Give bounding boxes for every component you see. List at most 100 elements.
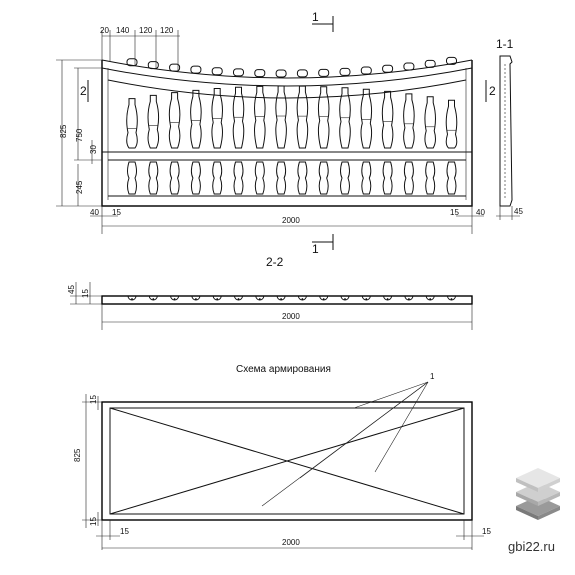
- left-edge-dim-40: 40: [90, 208, 99, 217]
- plan-hole-dot: [322, 298, 325, 300]
- plan-hole-dot: [408, 298, 410, 300]
- side-section-1-1: 1-1 45: [496, 37, 523, 220]
- plan-hole-dot: [173, 298, 176, 300]
- lower-baluster: [382, 161, 393, 195]
- plan-section-title: 2-2: [266, 255, 284, 269]
- top-finial: [339, 67, 351, 76]
- top-dim-140: 140: [116, 26, 130, 35]
- upper-baluster: [317, 86, 330, 149]
- plan-hole: [127, 295, 137, 301]
- plan-hole: [319, 295, 329, 301]
- top-finial: [424, 59, 436, 68]
- plan-hole-dot: [195, 298, 197, 300]
- right-edge-dim-40: 40: [476, 208, 485, 217]
- plan-hole: [191, 295, 201, 301]
- stacked-slabs-icon: [516, 468, 560, 520]
- reinforcement-scheme: Схема армирования 1 825 15 15 15 15 2000: [73, 364, 491, 550]
- top-dim-120a: 120: [139, 26, 153, 35]
- lower-baluster: [403, 161, 414, 195]
- plan-hole: [383, 295, 393, 301]
- reinforcement-right-edge-dim: 15: [482, 527, 491, 536]
- side-section-title: 1-1: [496, 37, 514, 51]
- reinforcement-width-dim: 2000: [282, 538, 300, 547]
- right-edge-dim-15: 15: [450, 208, 459, 217]
- lower-baluster: [297, 161, 308, 195]
- plan-section-holes: [127, 295, 456, 301]
- lower-baluster: [276, 161, 287, 195]
- upper-baluster: [254, 85, 266, 149]
- plan-hole: [276, 295, 286, 301]
- lower-baluster: [446, 161, 457, 195]
- top-finial: [126, 58, 138, 67]
- lower-baluster: [148, 161, 159, 195]
- plan-hole-dot: [344, 298, 346, 300]
- plan-hole: [148, 295, 158, 301]
- upper-baluster: [339, 87, 351, 149]
- top-finial: [318, 68, 330, 77]
- plan-hole: [297, 295, 307, 301]
- reinforcement-title: Схема армирования: [236, 364, 331, 375]
- top-finial: [147, 61, 159, 70]
- lower-baluster: [190, 161, 201, 195]
- plan-hole-dot: [429, 298, 432, 300]
- upper-baluster: [168, 92, 181, 149]
- upper-baluster: [190, 89, 202, 149]
- lower-baluster: [254, 161, 265, 195]
- reinforcement-left-edge-dim: 15: [120, 527, 129, 536]
- upper-balusters: [126, 85, 458, 149]
- top-finial: [446, 56, 457, 65]
- upper-baluster: [147, 94, 160, 149]
- elevation-dimensions: 20 140 120 120 825 750 245 30 2 2 1 40 1…: [56, 10, 496, 256]
- lower-baluster: [212, 161, 223, 195]
- left-edge-dim-15: 15: [112, 208, 121, 217]
- lower-baluster: [169, 161, 180, 195]
- plan-width-dim: 2000: [282, 312, 300, 321]
- height-dim-245: 245: [75, 180, 84, 194]
- lower-baluster: [127, 161, 137, 195]
- top-finial: [254, 69, 266, 78]
- upper-baluster: [360, 88, 373, 149]
- section-mark-1-top: 1: [312, 10, 319, 24]
- plan-hole: [361, 295, 371, 301]
- upper-baluster: [296, 85, 309, 149]
- upper-baluster: [275, 85, 287, 149]
- lower-baluster: [233, 161, 244, 195]
- section-mark-2-right: 2: [489, 84, 496, 98]
- side-thickness-dim: 45: [514, 207, 523, 216]
- lower-balusters: [127, 161, 457, 195]
- top-dim-120b: 120: [160, 26, 174, 35]
- plan-edge-dim: 15: [81, 289, 90, 298]
- lower-baluster: [425, 161, 436, 195]
- top-finial: [233, 68, 244, 77]
- upper-baluster: [232, 86, 245, 149]
- lower-baluster: [361, 161, 372, 195]
- plan-hole: [170, 295, 180, 301]
- plan-hole: [404, 295, 414, 301]
- section-mark-2-left: 2: [80, 84, 87, 98]
- section-mark-1-bottom: 1: [312, 242, 319, 256]
- top-dim-20: 20: [100, 26, 109, 35]
- plan-thickness-dim: 45: [67, 285, 76, 294]
- fence-elevation: [101, 56, 473, 207]
- width-dim-2000: 2000: [282, 216, 300, 225]
- upper-baluster: [424, 96, 436, 149]
- reinforcement-top-edge-dim: 15: [89, 395, 98, 404]
- upper-baluster: [445, 99, 458, 149]
- plan-hole: [425, 295, 435, 301]
- plan-hole-dot: [152, 298, 155, 300]
- plan-hole-dot: [280, 298, 282, 300]
- reinforcement-height-dim: 825: [73, 448, 82, 462]
- plan-hole: [255, 295, 265, 301]
- plan-hole-dot: [237, 298, 240, 300]
- plan-section-2-2: 2-2 45 15 2000: [67, 255, 473, 330]
- top-finial: [275, 69, 287, 78]
- plan-hole: [234, 295, 243, 301]
- plan-hole-dot: [258, 298, 261, 300]
- plan-hole-dot: [365, 298, 368, 300]
- top-finial: [211, 67, 223, 76]
- plan-hole-dot: [386, 298, 389, 300]
- height-dim-825: 825: [59, 124, 68, 138]
- plan-hole: [447, 295, 456, 301]
- reinforcement-bottom-edge-dim: 15: [89, 517, 98, 526]
